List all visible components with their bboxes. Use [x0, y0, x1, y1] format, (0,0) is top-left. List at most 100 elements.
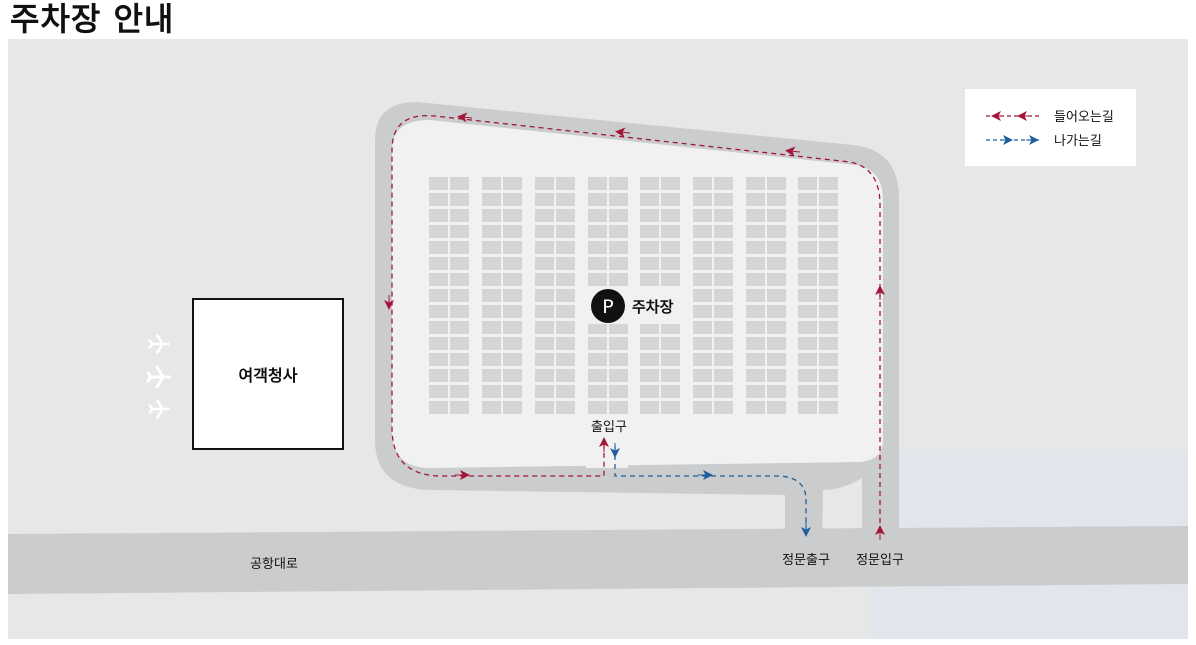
- parking-space: [640, 321, 659, 334]
- parking-space: [429, 337, 448, 350]
- parking-space: [482, 401, 501, 414]
- parking-space: [819, 353, 838, 366]
- main-gate-exit-label: 정문출구: [782, 553, 830, 568]
- parking-space: [556, 289, 575, 302]
- parking-space: [450, 225, 469, 238]
- parking-space: [556, 353, 575, 366]
- parking-space: [714, 225, 733, 238]
- parking-space: [661, 257, 680, 270]
- parking-space: [609, 241, 628, 254]
- parking-space: [450, 385, 469, 398]
- parking-space: [556, 385, 575, 398]
- parking-space: [482, 193, 501, 206]
- parking-space: [535, 321, 554, 334]
- parking-space: [503, 193, 522, 206]
- parking-space: [798, 289, 817, 302]
- parking-space: [746, 385, 765, 398]
- parking-space: [746, 305, 765, 318]
- parking-space: [429, 241, 448, 254]
- parking-space: [429, 385, 448, 398]
- parking-space: [482, 305, 501, 318]
- parking-space: [609, 209, 628, 222]
- parking-space: [450, 241, 469, 254]
- parking-space: [640, 177, 659, 190]
- parking-space: [767, 241, 786, 254]
- parking-space: [819, 273, 838, 286]
- parking-space: [482, 241, 501, 254]
- parking-space: [693, 177, 712, 190]
- parking-space: [450, 353, 469, 366]
- parking-space: [714, 337, 733, 350]
- parking-space: [588, 369, 607, 382]
- parking-space: [693, 225, 712, 238]
- parking-space: [482, 321, 501, 334]
- parking-space: [661, 209, 680, 222]
- parking-space: [693, 241, 712, 254]
- parking-space: [588, 273, 607, 286]
- parking-space: [798, 273, 817, 286]
- parking-space: [450, 257, 469, 270]
- page-title: 주차장 안내: [10, 0, 175, 38]
- parking-space: [556, 257, 575, 270]
- parking-space: [714, 289, 733, 302]
- parking-space: [503, 385, 522, 398]
- parking-space: [503, 369, 522, 382]
- parking-space: [609, 257, 628, 270]
- parking-space: [503, 209, 522, 222]
- parking-space: [450, 369, 469, 382]
- parking-space: [556, 321, 575, 334]
- parking-space: [609, 193, 628, 206]
- parking-space: [767, 401, 786, 414]
- parking-space: [450, 273, 469, 286]
- parking-space: [429, 321, 448, 334]
- parking-space: [661, 353, 680, 366]
- parking-space: [429, 289, 448, 302]
- parking-space: [798, 385, 817, 398]
- parking-space: [714, 193, 733, 206]
- parking-space: [798, 209, 817, 222]
- parking-space: [798, 369, 817, 382]
- parking-space: [767, 353, 786, 366]
- parking-space: [819, 401, 838, 414]
- parking-space: [693, 193, 712, 206]
- parking-space: [767, 209, 786, 222]
- parking-space: [503, 177, 522, 190]
- parking-space: [819, 369, 838, 382]
- parking-space: [693, 289, 712, 302]
- parking-space: [640, 193, 659, 206]
- parking-space: [556, 401, 575, 414]
- parking-space: [767, 177, 786, 190]
- parking-space: [746, 353, 765, 366]
- parking-space: [450, 337, 469, 350]
- parking-space: [535, 177, 554, 190]
- terminal-building: [192, 298, 344, 450]
- parking-space: [767, 369, 786, 382]
- parking-space: [714, 257, 733, 270]
- parking-space: [609, 385, 628, 398]
- parking-space: [746, 225, 765, 238]
- parking-space: [767, 257, 786, 270]
- parking-space: [588, 321, 607, 334]
- parking-space: [535, 289, 554, 302]
- parking-space: [693, 273, 712, 286]
- parking-space: [661, 369, 680, 382]
- parking-space: [693, 353, 712, 366]
- parking-space: [429, 273, 448, 286]
- parking-space: [609, 177, 628, 190]
- parking-space: [640, 257, 659, 270]
- incoming-arrows: [384, 112, 885, 540]
- parking-space: [503, 241, 522, 254]
- parking-space: [503, 257, 522, 270]
- road-label: 공항대로: [250, 557, 298, 572]
- parking-space: [535, 257, 554, 270]
- parking-space: [535, 209, 554, 222]
- parking-space: [609, 273, 628, 286]
- parking-space: [450, 305, 469, 318]
- legend-item-outgoing: 나가는길: [986, 134, 1102, 149]
- parking-space: [714, 273, 733, 286]
- parking-space: [767, 385, 786, 398]
- parking-space: [798, 241, 817, 254]
- parking-space: [819, 257, 838, 270]
- parking-space: [450, 177, 469, 190]
- parking-space: [714, 241, 733, 254]
